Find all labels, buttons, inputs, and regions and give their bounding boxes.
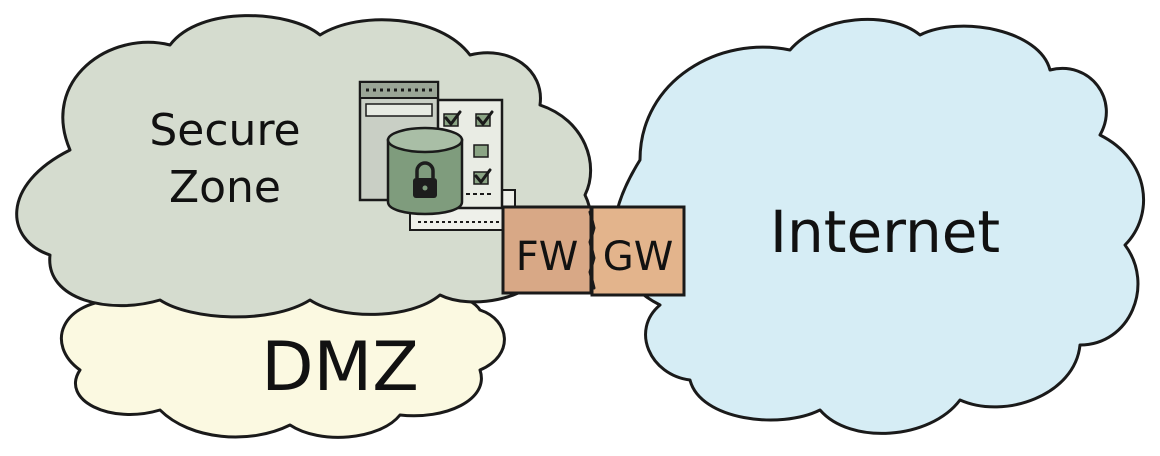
secure-assets-illustration bbox=[358, 80, 516, 231]
locked-database-icon bbox=[386, 126, 464, 216]
firewall-label: FW bbox=[516, 234, 579, 280]
dmz-zone: DMZ bbox=[60, 287, 506, 439]
firewall-gateway-connector: FW GW bbox=[501, 205, 686, 297]
internet-label: Internet bbox=[770, 198, 1000, 266]
internet-cloud-shape bbox=[612, 17, 1146, 435]
internet-zone: Internet bbox=[612, 17, 1146, 435]
gateway-label: GW bbox=[603, 234, 674, 280]
box-split-line bbox=[588, 210, 596, 290]
gateway-box bbox=[590, 205, 686, 297]
secure-zone-label-line2: Zone bbox=[169, 162, 281, 213]
secure-zone: Secure Zone bbox=[15, 14, 593, 319]
dmz-label: DMZ bbox=[261, 328, 419, 407]
secure-zone-label-line1: Secure bbox=[149, 105, 300, 156]
firewall-box bbox=[501, 205, 593, 295]
